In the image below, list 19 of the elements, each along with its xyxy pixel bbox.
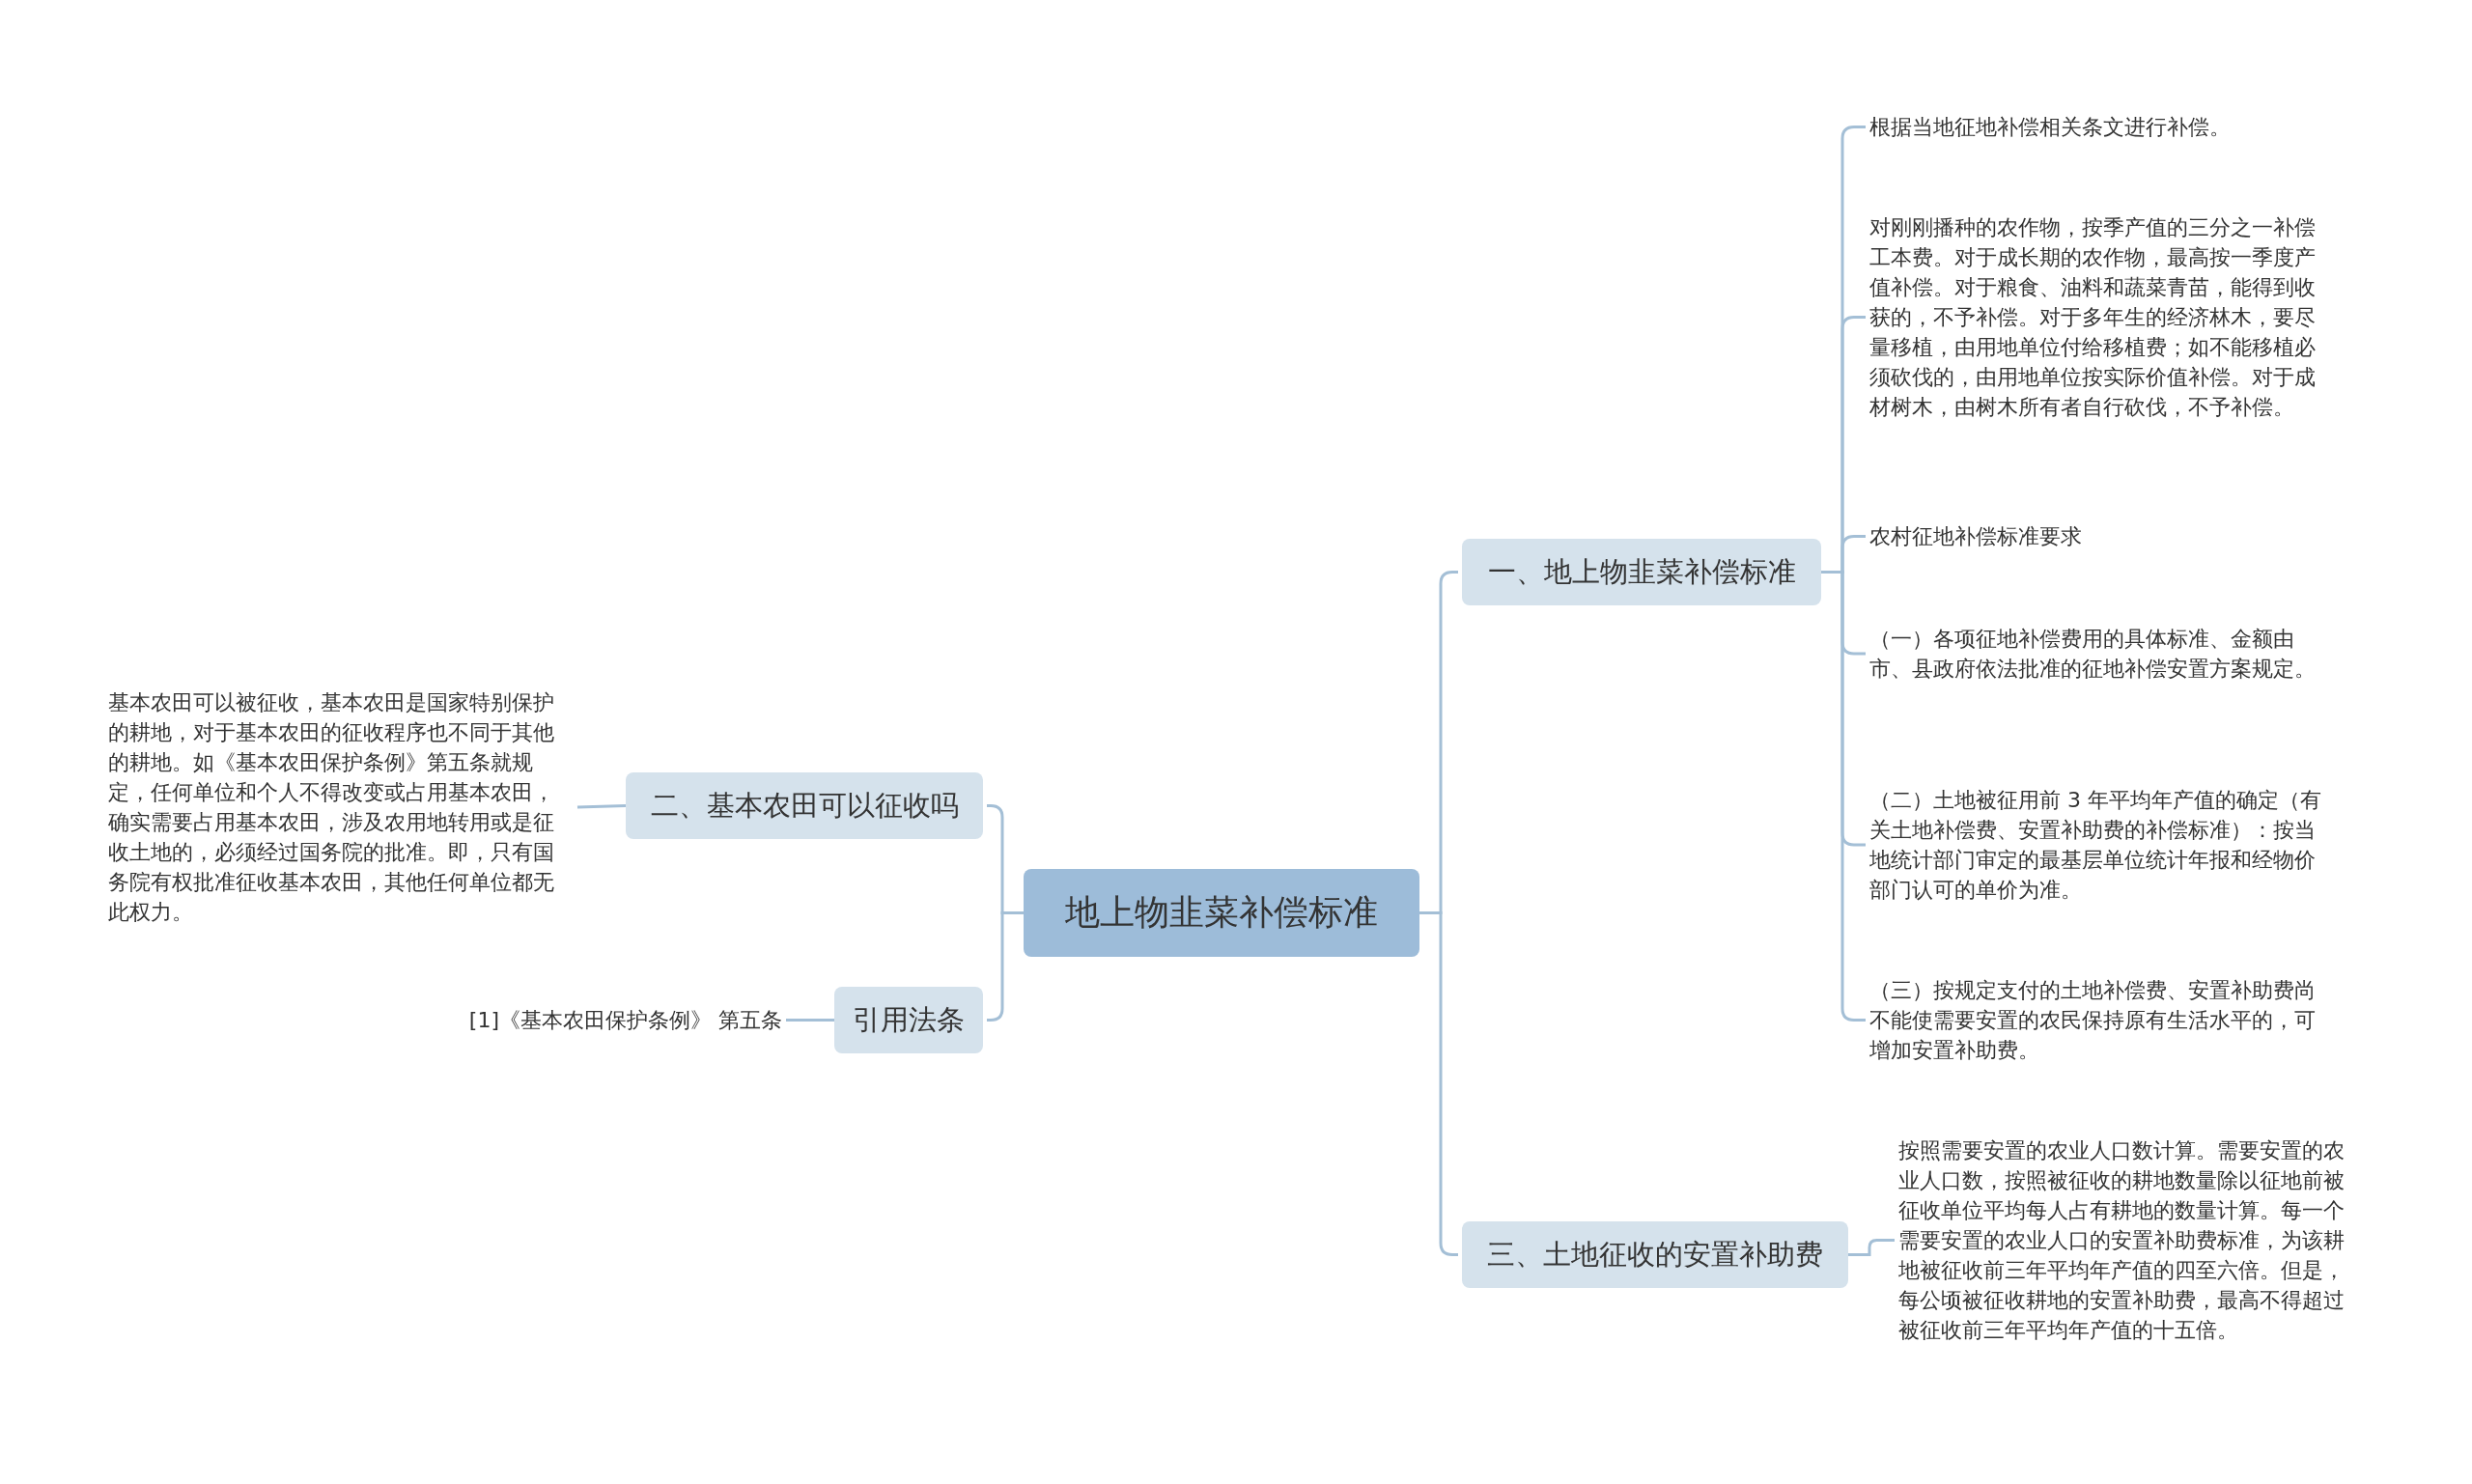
connector-line	[1848, 1239, 1895, 1256]
central-topic: 地上物韭菜补偿标准	[1024, 869, 1419, 957]
connector-line	[786, 1019, 834, 1022]
topic-box: 三、土地征收的安置补助费	[1462, 1221, 1848, 1288]
connector-line	[1821, 571, 1866, 1022]
note-text: （一）各项征地补偿费用的具体标准、金额由市、县政府依法批准的征地补偿安置方案规定。	[1869, 624, 2335, 684]
connector-line	[1419, 911, 1458, 1256]
topic-box: 二、基本农田可以征收吗	[626, 772, 983, 839]
note-text: （二）土地被征用前 3 年平均年产值的确定（有关土地补偿费、安置补助费的补偿标准）：按当地统计部门审定的最基层单位统计年报和经物价部门认可的单价为准。	[1869, 785, 2335, 905]
topic-box: 一、地上物韭菜补偿标准	[1462, 539, 1821, 605]
note-text: 对刚刚播种的农作物，按季产值的三分之一补偿工本费。对于成长期的农作物，最高按一季度产值补偿。对于粮食、油料和蔬菜青苗，能得到收获的，不予补偿。对于多年生的经济林木，要尽量移植，由用地单位付给移植费；如不能移植必须砍伐的，由用地单位按实际价值补偿。对于成材树木，由树木所有者自行砍伐，不予补偿。	[1869, 212, 2335, 422]
note-text: 农村征地补偿标准要求	[1869, 521, 2335, 551]
note-text: 按照需要安置的农业人口数计算。需要安置的农业人口数，按照被征收的耕地数量除以征地前被征收单位平均每人占有耕地的数量计算。每一个需要安置的农业人口的安置补助费标准，为该耕地被征收前三年平均年产值的四至六倍。但是，每公顷被征收耕地的安置补助费，最高不得超过被征收前三年平均年产值的十五倍。	[1898, 1135, 2364, 1345]
note-text: （三）按规定支付的土地补偿费、安置补助费尚不能使需要安置的农民保持原有生活水平的，可增加安置补助费。	[1869, 975, 2335, 1065]
topic-box: 引用法条	[834, 987, 983, 1053]
note-text: 基本农田可以被征收，基本农田是国家特别保护的耕地，对于基本农田的征收程序也不同于其他的耕地。如《基本农田保护条例》第五条就规定，任何单位和个人不得改变或占用基本农田，确实需要占用基本农田，涉及农用地转用或是征收土地的，必须经过国务院的批准。即，只有国务院有权批准征收基本农田，其他任何单位都无此权力。	[108, 687, 574, 927]
connector-line	[576, 804, 627, 809]
note-text: [1]《基本农田保护条例》 第五条	[415, 1005, 782, 1035]
note-text: 根据当地征地补偿相关条文进行补偿。	[1869, 112, 2335, 142]
